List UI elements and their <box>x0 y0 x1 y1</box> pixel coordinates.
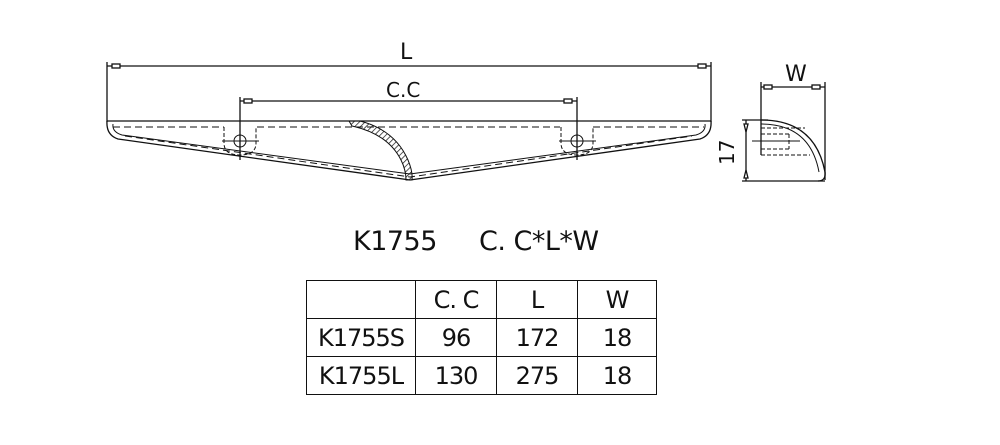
dimension-center-to-center <box>239 97 578 160</box>
dimension-length <box>106 62 712 122</box>
table-cell-w: 18 <box>577 356 657 395</box>
center-distance-dimension-label: C.C <box>386 78 421 102</box>
table-header-row: C. C L W <box>306 280 657 319</box>
dimension-width <box>760 82 826 180</box>
mounting-hole-left <box>222 127 259 158</box>
table-row: K1755S 96 172 18 <box>306 318 657 357</box>
product-title: K1755 C. C*L*W <box>353 226 599 257</box>
table-row: K1755L 130 275 18 <box>306 356 657 395</box>
mounting-hole-right <box>559 127 596 158</box>
model-number: K1755 <box>353 226 437 257</box>
table-cell-l: 172 <box>496 318 578 357</box>
table-cell-w: 18 <box>577 318 657 357</box>
table-cell-model: K1755S <box>306 318 416 357</box>
table-header-cell <box>306 280 416 319</box>
table-header-cell: W <box>577 280 657 319</box>
hatched-section <box>348 120 413 181</box>
dimension-formula: C. C*L*W <box>479 226 599 257</box>
table-cell-l: 275 <box>496 356 578 395</box>
side-view <box>742 82 826 182</box>
table-cell-cc: 96 <box>415 318 497 357</box>
dimension-height <box>742 119 825 182</box>
spec-table: C. C L W K1755S 96 172 18 K1755L 130 275… <box>306 280 657 395</box>
table-cell-model: K1755L <box>306 356 416 395</box>
table-cell-cc: 130 <box>415 356 497 395</box>
width-dimension-label: W <box>785 62 807 87</box>
front-view <box>106 62 712 181</box>
table-header-cell: L <box>496 280 578 319</box>
height-dimension-label: 17 <box>715 139 739 165</box>
table-header-cell: C. C <box>415 280 497 319</box>
length-dimension-label: L <box>400 40 413 65</box>
